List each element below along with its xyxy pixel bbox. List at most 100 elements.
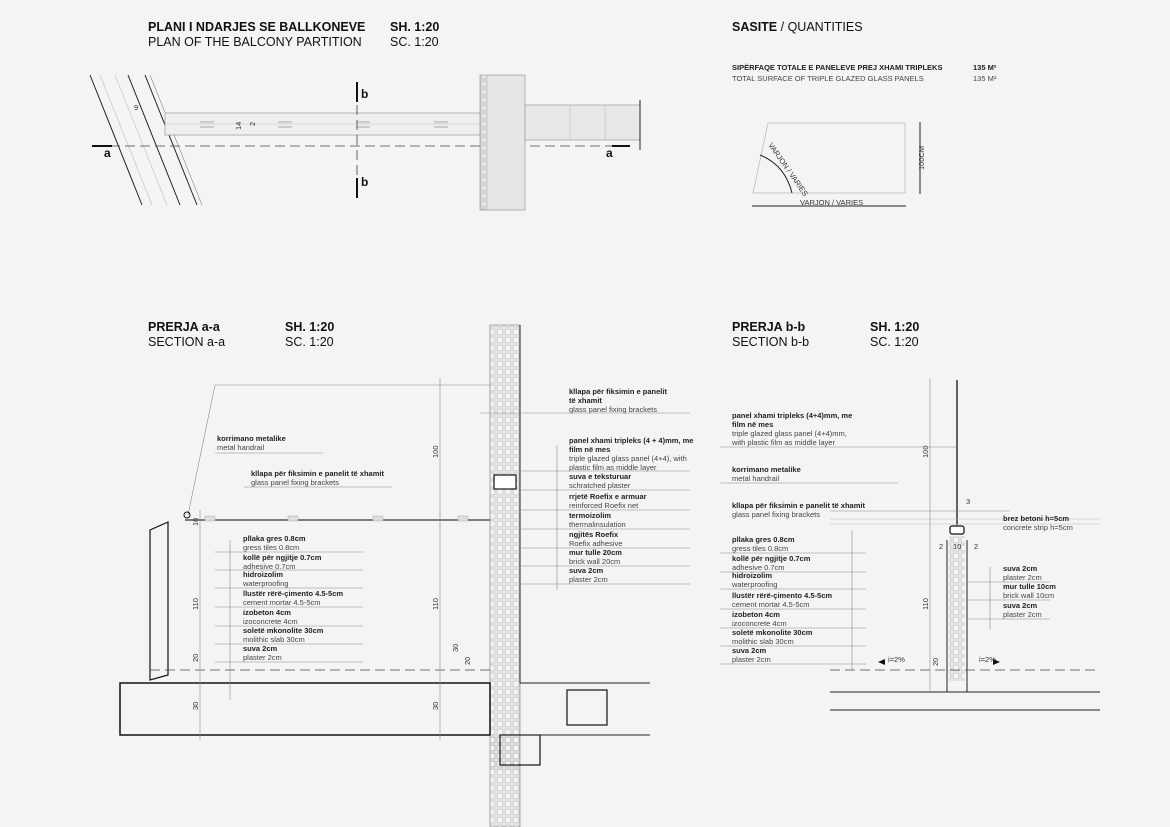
label-en: concrete strip h=5cm xyxy=(1003,523,1073,532)
cut-a-left-label: a xyxy=(104,146,111,160)
bb-dim-10: 10 xyxy=(953,542,961,551)
label-en: gress tiles 0.8cm xyxy=(732,544,788,553)
bb-labels-right: brez betoni h=5cm concrete strip h=5cm s… xyxy=(967,514,1073,630)
panel-width-label: VARJON / VARIES xyxy=(800,198,863,207)
label-en: triple glazed glass panel (4+4), with xyxy=(569,454,687,463)
bb-labels-left: panel xhami tripleks (4+4)mm, me film në… xyxy=(720,411,957,670)
label-sq: korrimano metalike xyxy=(732,465,801,474)
section-aa-title-block: PRERJA a-a SECTION a-a SH. 1:20 SC. 1:20 xyxy=(148,320,334,349)
label-sq: kllapa për fiksimin e panelit xyxy=(569,387,667,396)
aa-labels-left: korrimano metalike metal handrail kllapa… xyxy=(215,434,392,663)
label-en: adhesive 0.7cm xyxy=(243,562,296,571)
label-sq: mur tulle 10cm xyxy=(1003,582,1056,591)
label-en: izoconcrete 4cm xyxy=(732,619,787,628)
quantities-title-bold: SASITE xyxy=(732,20,777,34)
bb-slope-right: i=2% xyxy=(979,655,996,664)
plan-title-sq: PLANI I NDARJES SE BALLKONEVE xyxy=(148,20,365,34)
quantity-item-en: TOTAL SURFACE OF TRIPLE GLAZED GLASS PAN… xyxy=(732,74,924,83)
label-sq: pllaka gres 0.8cm xyxy=(243,534,306,543)
label-en: gress tiles 0.8cm xyxy=(243,543,299,552)
label-en: plaster 2cm xyxy=(1003,610,1042,619)
aa-dim-100: 100 xyxy=(431,445,440,458)
plan-scale-en: SC. 1:20 xyxy=(390,35,439,49)
glass-panel-shape xyxy=(752,122,906,194)
label-sq: hidroizolim xyxy=(732,571,772,580)
label-sq: rrjetë Roefix e armuar xyxy=(569,492,647,501)
label-sq: korrimano metalike xyxy=(217,434,286,443)
plan-dim-14: 14 xyxy=(234,122,243,130)
label-en: cement mortar 4.5-5cm xyxy=(732,600,810,609)
label-en: plaster 2cm xyxy=(243,653,282,662)
label-en: brick wall 20cm xyxy=(569,557,620,566)
label-en: plaster 2cm xyxy=(732,655,771,664)
label-sq: soletë mkonolite 30cm xyxy=(243,626,324,635)
label-sq: suva 2cm xyxy=(732,646,767,655)
aa-dim-20-left: 20 xyxy=(191,654,200,662)
section-bb-drawing: 100 110 20 3 2 10 2 i=2% i=2% panel xham… xyxy=(720,378,1100,711)
aa-dim-20-wall: 20 xyxy=(463,657,472,665)
section-aa-scale-sq: SH. 1:20 xyxy=(285,320,334,334)
section-aa-scale-en: SC. 1:20 xyxy=(285,335,334,349)
bb-slope-left: i=2% xyxy=(888,655,905,664)
bb-dim-2-right: 2 xyxy=(974,542,978,551)
label-en: Roefix adhesive xyxy=(569,539,622,548)
label-sq: suva 2cm xyxy=(1003,601,1038,610)
label-en: molithic slab 30cm xyxy=(243,635,305,644)
plan-dim-9: 9 xyxy=(134,103,138,112)
plan-drawing: a a b b 9 14 2 xyxy=(89,74,641,211)
label-en: izoconcrete 4cm xyxy=(243,617,298,626)
label-en: glass panel fixing brackets xyxy=(569,405,657,414)
aa-dim-30-right: 30 xyxy=(431,702,440,710)
quantity-value-sq: 135 M² xyxy=(973,63,997,72)
label-sq: film në mes xyxy=(732,420,773,429)
label-sq: soletë mkonolite 30cm xyxy=(732,628,813,637)
label-en: brick wall 10cm xyxy=(1003,591,1054,600)
label-sq: brez betoni h=5cm xyxy=(1003,514,1069,523)
label-sq: termoizolim xyxy=(569,511,611,520)
section-bb-scale-sq: SH. 1:20 xyxy=(870,320,919,334)
quantities-title: SASITE / QUANTITIES xyxy=(732,20,863,34)
quantity-value-en: 135 M² xyxy=(973,74,997,83)
label-en: thermalinsulation xyxy=(569,520,626,529)
plan-title-block: PLANI I NDARJES SE BALLKONEVE PLAN OF TH… xyxy=(148,20,439,49)
bb-dim-2-left: 2 xyxy=(939,542,943,551)
label-sq: panel xhami tripleks (4+4)mm, me xyxy=(732,411,852,420)
plan-scale-sq: SH. 1:20 xyxy=(390,20,439,34)
label-sq: hidroizolim xyxy=(243,570,283,579)
aa-labels-right: kllapa për fiksimin e panelit të xhamit … xyxy=(480,387,693,590)
panel-diagonal-label: VARJON / VARIES xyxy=(766,141,810,198)
label-sq: ngjitës Roefix xyxy=(569,530,619,539)
label-sq: kollë për ngjitje 0.7cm xyxy=(243,553,322,562)
label-en: triple glazed glass panel (4+4)mm, xyxy=(732,429,847,438)
label-en: metal handrail xyxy=(732,474,779,483)
section-aa-title-en: SECTION a-a xyxy=(148,335,225,349)
aa-dim-110-left: 110 xyxy=(191,598,200,610)
section-bb-title-en: SECTION b-b xyxy=(732,335,809,349)
label-sq: izobeton 4cm xyxy=(243,608,291,617)
label-en: waterproofing xyxy=(242,579,288,588)
label-en: with plastic film as middle layer xyxy=(731,438,835,447)
cut-b-bottom-label: b xyxy=(361,175,368,189)
label-en: glass panel fixing brackets xyxy=(251,478,339,487)
label-en: schratched plaster xyxy=(569,481,631,490)
cut-a-right-label: a xyxy=(606,146,613,160)
label-en: adhesive 0.7cm xyxy=(732,563,785,572)
panel-height-label: 100CM xyxy=(917,146,926,170)
plan-title-en: PLAN OF THE BALCONY PARTITION xyxy=(148,35,362,49)
label-sq: pllaka gres 0.8cm xyxy=(732,535,795,544)
label-en: molithic slab 30cm xyxy=(732,637,794,646)
cut-b-top-label: b xyxy=(361,87,368,101)
quantity-item-sq: SIPËRFAQE TOTALE E PANELEVE PREJ XHAMI T… xyxy=(732,63,942,72)
label-sq: suva 2cm xyxy=(569,566,604,575)
label-sq: llustër rërë-çimento 4.5-5cm xyxy=(732,591,832,600)
label-sq: mur tulle 20cm xyxy=(569,548,622,557)
label-sq: të xhamit xyxy=(569,396,602,405)
section-aa-drawing: 100 110 30 10 110 20 30 30 20 korrimano … xyxy=(119,324,693,827)
bb-dim-3: 3 xyxy=(966,497,970,506)
aa-dim-30-left: 30 xyxy=(191,702,200,710)
section-bb-title-sq: PRERJA b-b xyxy=(732,320,806,334)
section-aa-title-sq: PRERJA a-a xyxy=(148,320,221,334)
label-en: glass panel fixing brackets xyxy=(732,510,820,519)
quantities-title-rest: / QUANTITIES xyxy=(777,20,862,34)
